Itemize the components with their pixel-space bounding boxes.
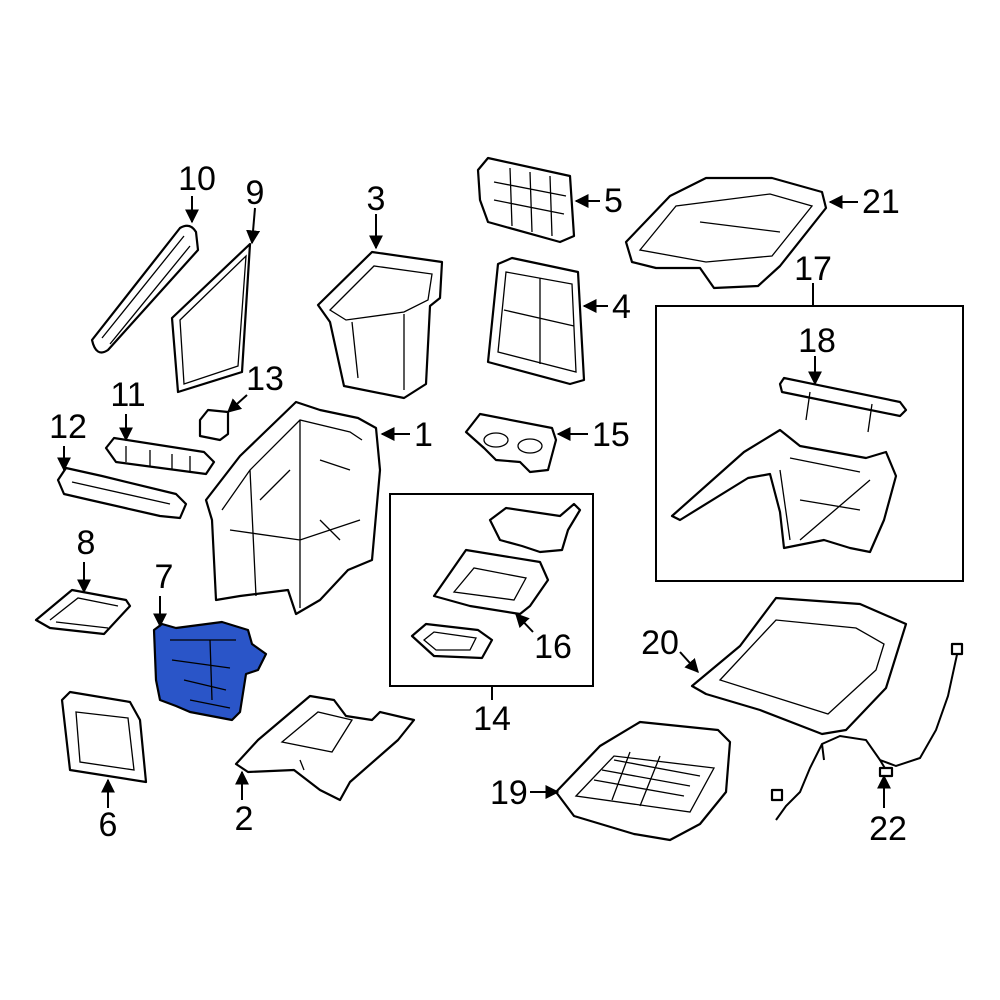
callout-20: 20	[641, 624, 679, 662]
callout-labels: 10 9 3 5 4 21 17 18 13 11 12 1 15 16 14 …	[49, 160, 907, 848]
part-9-side-panel[interactable]	[170, 242, 252, 394]
callout-18: 18	[798, 322, 836, 360]
part-6-bezel[interactable]	[60, 690, 148, 784]
leader-lines	[57, 194, 891, 808]
part-18-latch-bar[interactable]	[778, 376, 908, 433]
part-20-lower-housing[interactable]	[690, 596, 908, 736]
callout-17: 17	[794, 250, 832, 288]
callout-9: 9	[246, 174, 265, 212]
part-13-clip[interactable]	[198, 408, 230, 442]
part-22-wiring-harness[interactable]	[770, 642, 964, 821]
callout-15: 15	[592, 416, 630, 454]
part-15-cup-holder[interactable]	[464, 412, 558, 474]
callout-4: 4	[612, 288, 631, 326]
callout-1: 1	[414, 416, 433, 454]
callout-8: 8	[77, 524, 96, 562]
part-17-latch-assembly[interactable]	[670, 428, 898, 554]
callout-14: 14	[473, 700, 511, 738]
part-4-pad[interactable]	[486, 256, 586, 386]
callout-6: 6	[99, 806, 118, 844]
callout-10: 10	[178, 160, 216, 198]
part-19-battery-module[interactable]	[554, 720, 732, 842]
callout-11: 11	[110, 376, 145, 414]
part-11-switch-panel[interactable]	[104, 436, 216, 476]
part-3-storage-bin[interactable]	[316, 250, 444, 400]
callout-19: 19	[490, 774, 528, 812]
callout-22: 22	[869, 810, 907, 848]
callout-5: 5	[604, 182, 623, 220]
group-17-box	[655, 305, 964, 582]
callout-21: 21	[862, 183, 900, 221]
callout-7: 7	[155, 558, 174, 596]
callout-16: 16	[534, 628, 572, 666]
part-21-armrest-lid[interactable]	[624, 176, 828, 290]
part-10-trim-strip[interactable]	[90, 224, 200, 354]
part-5-bracket[interactable]	[476, 156, 576, 244]
part-16-cup-holder-assembly[interactable]	[410, 502, 582, 660]
callout-2: 2	[235, 800, 254, 838]
callout-12: 12	[49, 408, 87, 446]
callout-3: 3	[367, 180, 386, 218]
part-2-bracket-plate[interactable]	[234, 694, 416, 802]
part-7-module-highlighted[interactable]	[152, 620, 268, 722]
part-12-side-trim[interactable]	[56, 466, 188, 520]
part-1-console-base[interactable]	[204, 400, 382, 616]
part-8-tray[interactable]	[34, 588, 132, 636]
callout-13: 13	[246, 360, 284, 398]
